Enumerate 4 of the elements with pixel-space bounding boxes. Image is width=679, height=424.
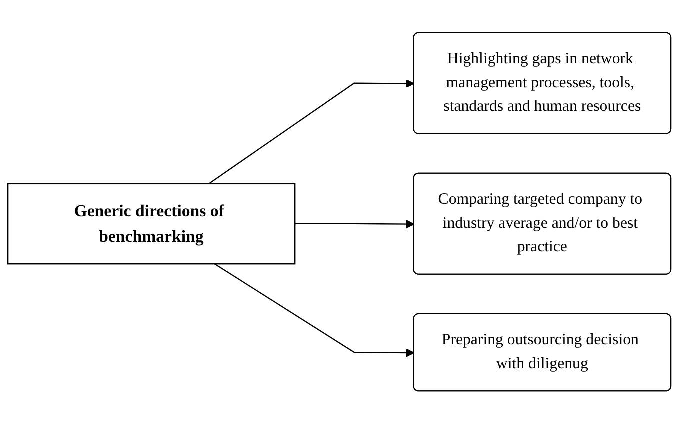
arrow — [214, 263, 415, 358]
node-box: Generic directions of benchmarking — [7, 183, 296, 265]
arrow — [208, 79, 415, 184]
arrow — [294, 220, 415, 229]
